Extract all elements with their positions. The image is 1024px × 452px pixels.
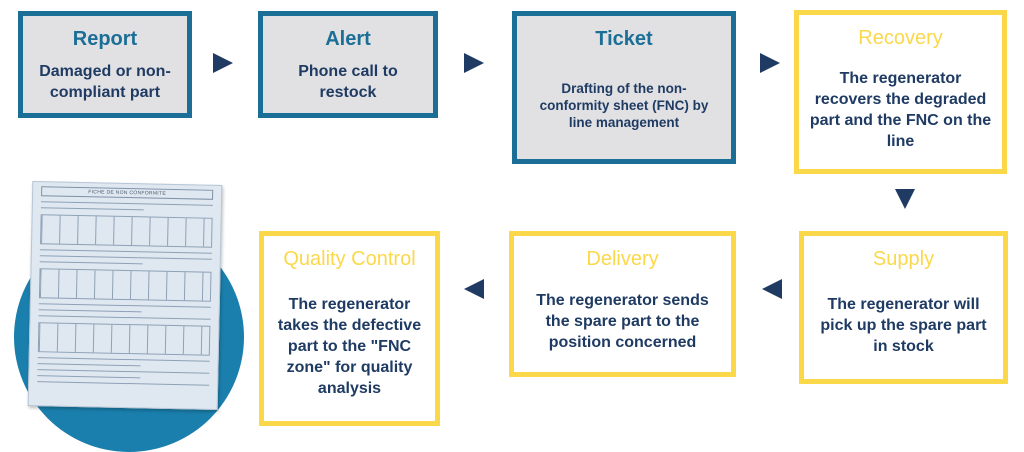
arrow-left-icon xyxy=(464,279,484,299)
step-title: Report xyxy=(72,28,138,50)
arrow-down-icon xyxy=(895,189,915,209)
step-body: Drafting of the non-conformity sheet (FN… xyxy=(539,80,709,130)
step-title: Supply xyxy=(872,248,935,270)
step-supply: Supply The regenerator will pick up the … xyxy=(799,231,1008,384)
step-delivery: Delivery The regenerator sends the spare… xyxy=(509,231,736,377)
step-body: The regenerator will pick up the spare p… xyxy=(820,295,987,355)
arrow-right-icon xyxy=(760,53,780,73)
fnc-sheet-photo: FICHE DE NON CONFORMITE xyxy=(27,181,223,410)
step-recovery: Recovery The regenerator recovers the de… xyxy=(794,10,1007,174)
step-alert: Alert Phone call to restock xyxy=(258,11,438,118)
sheet-title: FICHE DE NON CONFORMITE xyxy=(41,186,214,200)
step-body: The regenerator recovers the degraded pa… xyxy=(809,69,992,150)
step-report: Report Damaged or non-compliant part xyxy=(18,11,192,118)
step-body: The regenerator takes the defective part… xyxy=(277,295,422,397)
arrow-right-icon xyxy=(464,53,484,73)
step-body: The regenerator sends the spare part to … xyxy=(536,292,709,351)
arrow-right-icon xyxy=(213,53,233,73)
step-quality-control: Quality Control The regenerator takes th… xyxy=(259,231,440,426)
step-body: Damaged or non-compliant part xyxy=(39,63,171,101)
step-title: Quality Control xyxy=(283,248,416,270)
step-body: Phone call to restock xyxy=(298,63,398,101)
step-title: Alert xyxy=(325,28,371,50)
step-title: Recovery xyxy=(858,27,943,49)
step-title: Ticket xyxy=(595,28,653,50)
step-ticket: Ticket Drafting of the non-conformity sh… xyxy=(512,11,736,164)
step-title: Delivery xyxy=(586,248,659,270)
arrow-left-icon xyxy=(762,279,782,299)
